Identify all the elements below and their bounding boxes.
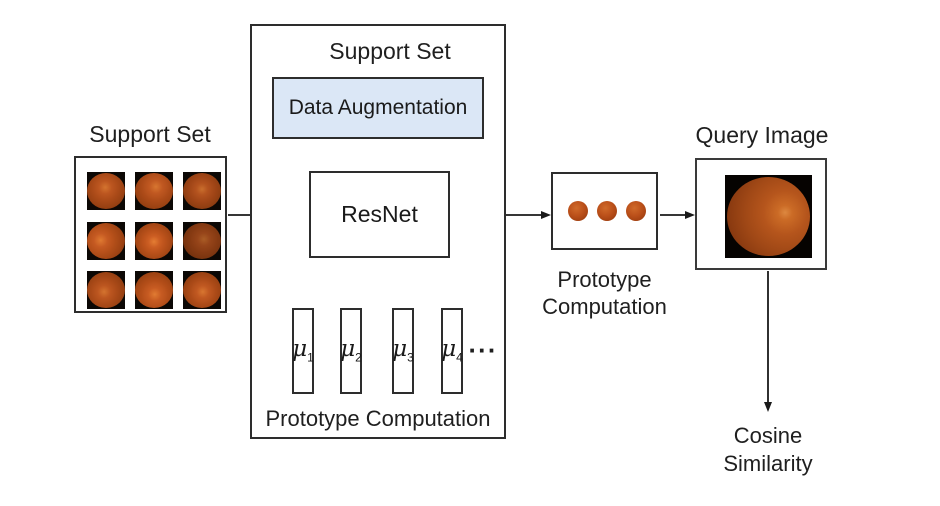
data-augmentation-label: Data Augmentation xyxy=(288,96,468,119)
mu4-label: μ4 xyxy=(441,336,463,365)
cosine-line2: Similarity xyxy=(723,451,813,476)
ellipsis-dots: ··· xyxy=(468,335,498,365)
fundus-thumbnail xyxy=(87,172,125,210)
fundus-thumbnail xyxy=(87,271,125,309)
resnet-label: ResNet xyxy=(341,201,418,227)
pipeline-title: Support Set xyxy=(329,38,451,64)
cosine-line1: Cosine xyxy=(733,423,803,448)
pipeline-caption: Prototype Computation xyxy=(265,406,491,431)
prototype-dot xyxy=(568,201,588,221)
prototype-vector-bar-3: μ3 xyxy=(392,308,414,394)
support-set-grid-box xyxy=(74,156,227,313)
prototype-caption-line2: Computation xyxy=(542,294,667,319)
prototype-caption-line1: Prototype xyxy=(557,267,652,292)
mu1-label: μ1 xyxy=(292,336,314,365)
fundus-thumbnail xyxy=(183,271,221,309)
cosine-similarity-caption: Cosine Similarity xyxy=(688,422,848,478)
prototype-vector-bar-1: μ1 xyxy=(292,308,314,394)
prototype-vector-bar-2: μ2 xyxy=(340,308,362,394)
prototype-dot xyxy=(597,201,617,221)
prototype-dot xyxy=(626,201,646,221)
fundus-thumbnail xyxy=(87,222,125,260)
mu3-label: μ3 xyxy=(392,336,414,365)
resnet-box: ResNet xyxy=(309,171,450,258)
prototype-vector-bar-4: μ4 xyxy=(441,308,463,394)
fundus-photo xyxy=(727,177,810,256)
fundus-thumbnail xyxy=(183,172,221,210)
fundus-thumbnail xyxy=(135,271,173,309)
fundus-thumbnail xyxy=(135,222,173,260)
fundus-thumbnail xyxy=(183,222,221,260)
prototype-computation-box xyxy=(551,172,658,250)
prototype-computation-caption: Prototype Computation xyxy=(529,266,680,320)
query-image-title: Query Image xyxy=(695,122,829,148)
support-set-grid-title: Support Set xyxy=(89,121,211,147)
data-augmentation-box: Data Augmentation xyxy=(272,77,484,139)
fundus-thumbnail xyxy=(135,172,173,210)
query-fundus-image xyxy=(725,175,812,258)
mu2-label: μ2 xyxy=(340,336,362,365)
